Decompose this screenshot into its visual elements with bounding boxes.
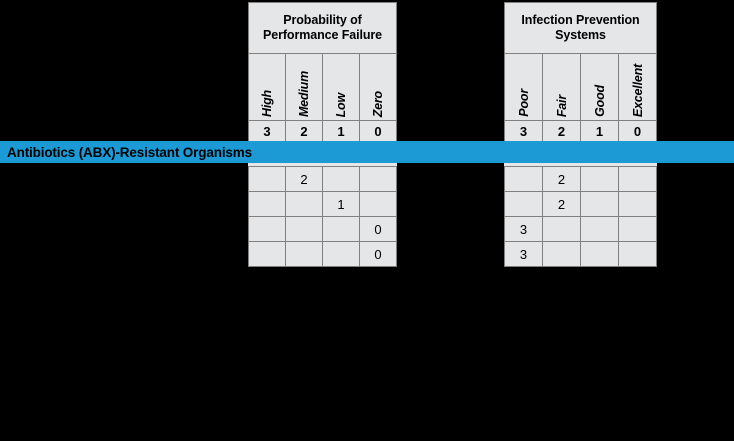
matrix-rotated-label-row: Poor Fair Good Excellent [504,53,657,121]
matrix-title-row: Probability of Performance Failure [248,2,397,54]
cell[interactable] [504,166,543,192]
column-header-low: Low [322,53,360,121]
column-header-label: Medium [297,70,311,117]
table-row: 0 [248,216,397,242]
matrix-title-row: Infection Prevention Systems [504,2,657,54]
cell[interactable] [618,166,657,192]
cell[interactable] [248,166,286,192]
cell[interactable] [359,166,397,192]
cell[interactable] [322,216,360,242]
column-score-medium: 2 [285,120,323,143]
cell[interactable] [580,216,619,242]
column-score-poor: 3 [504,120,543,143]
column-header-good: Good [580,53,619,121]
column-header-zero: Zero [359,53,397,121]
table-row: 0 [248,241,397,267]
cell[interactable] [580,191,619,217]
column-header-label: Poor [516,89,531,117]
column-header-label: Good [592,85,607,117]
matrix-title-probability: Probability of Performance Failure [248,2,397,54]
category-banner-label: Antibiotics (ABX)-Resistant Organisms [7,144,252,160]
column-header-label: Fair [554,94,569,117]
matrix-title-line1: Infection Prevention [521,13,640,27]
matrix-title-line1: Probability of [283,13,362,27]
matrix-title-line2: Performance Failure [263,28,382,42]
table-row: 2 [504,191,657,217]
column-header-label: High [260,90,274,117]
matrix-probability-of-performance-failure: Probability of Performance Failure High … [248,2,397,267]
column-header-label: Zero [371,90,385,117]
column-header-excellent: Excellent [618,53,657,121]
column-score-fair: 2 [542,120,581,143]
cell[interactable] [504,191,543,217]
cell[interactable] [580,241,619,267]
cell[interactable] [248,191,286,217]
column-header-label: Low [334,92,348,117]
category-banner: Antibiotics (ABX)-Resistant Organisms [0,141,734,163]
cell[interactable]: 3 [504,216,543,242]
column-score-low: 1 [322,120,360,143]
cell[interactable]: 1 [322,191,360,217]
cell[interactable]: 3 [504,241,543,267]
column-score-zero: 0 [359,120,397,143]
cell[interactable] [618,241,657,267]
table-row: 1 [248,191,397,217]
column-score-high: 3 [248,120,286,143]
cell[interactable]: 2 [285,166,323,192]
cell[interactable] [248,216,286,242]
table-row: 3 [504,241,657,267]
column-header-medium: Medium [285,53,323,121]
column-header-high: High [248,53,286,121]
cell[interactable] [285,216,323,242]
cell[interactable]: 0 [359,241,397,267]
cell[interactable] [359,191,397,217]
cell[interactable]: 0 [359,216,397,242]
cell[interactable] [248,241,286,267]
cell[interactable] [322,241,360,267]
cell[interactable]: 2 [542,191,581,217]
matrix-infection-prevention-systems: Infection Prevention Systems Poor Fair G… [504,2,657,267]
matrix-score-row: 3 2 1 0 [248,120,397,143]
column-header-label: Excellent [630,63,645,117]
column-header-poor: Poor [504,53,543,121]
cell[interactable] [322,166,360,192]
cell[interactable] [618,216,657,242]
matrix-title-infection: Infection Prevention Systems [504,2,657,54]
cell[interactable] [542,241,581,267]
cell[interactable] [542,216,581,242]
matrix-title-line2: Systems [555,28,606,42]
cell[interactable] [580,166,619,192]
table-row: 2 [504,166,657,192]
matrix-rotated-label-row: High Medium Low Zero [248,53,397,121]
cell[interactable] [618,191,657,217]
cell[interactable]: 2 [542,166,581,192]
cell[interactable] [285,191,323,217]
cell[interactable] [285,241,323,267]
table-row: 2 [248,166,397,192]
column-score-good: 1 [580,120,619,143]
table-row: 3 [504,216,657,242]
column-header-fair: Fair [542,53,581,121]
matrix-score-row: 3 2 1 0 [504,120,657,143]
column-score-excellent: 0 [618,120,657,143]
